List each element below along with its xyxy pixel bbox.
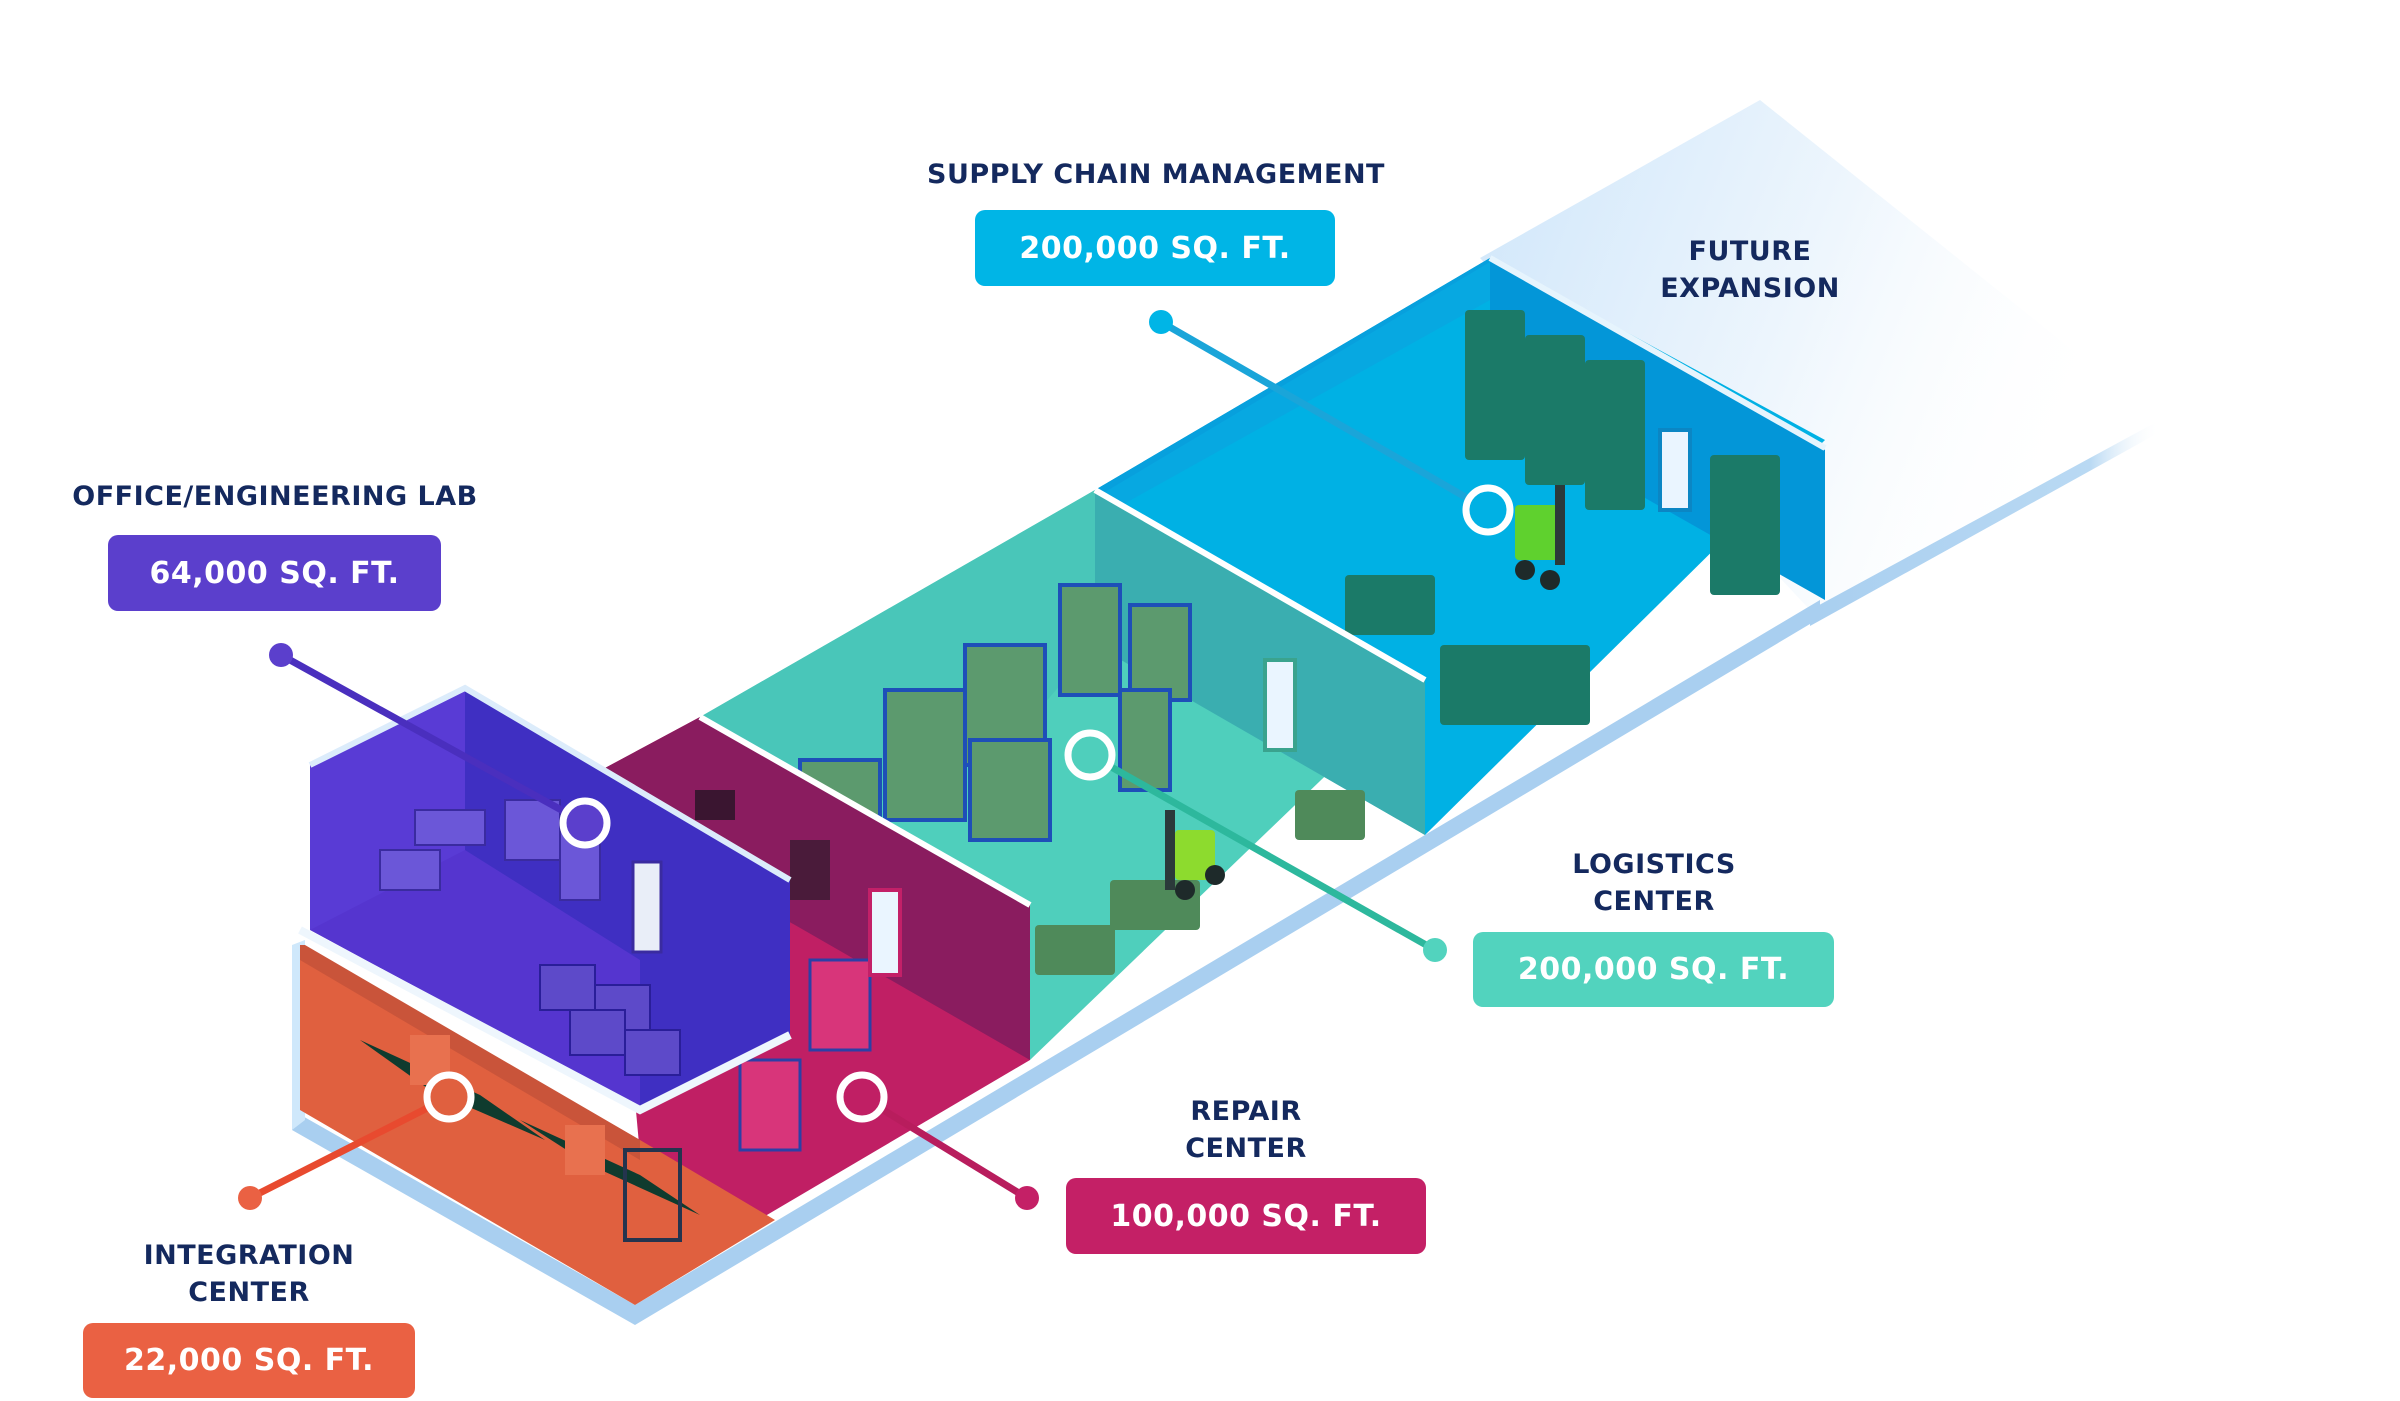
office-area-text: 64,000 SQ. FT. xyxy=(149,555,400,591)
office-slab-edge xyxy=(298,926,792,1115)
logistics-title: LOGISTICS CENTER xyxy=(1572,846,1736,920)
office-hotspot[interactable] xyxy=(559,797,611,849)
logistics-partition-wall xyxy=(1095,490,1425,835)
future-expansion-zone xyxy=(1480,100,2160,626)
integration-area-badge[interactable]: 22,000 SQ. FT. xyxy=(83,1323,415,1398)
integration-connector xyxy=(238,1071,475,1210)
repair-anchor-dot xyxy=(1015,1186,1039,1210)
logistics-title-line-1: LOGISTICS xyxy=(1572,849,1736,880)
supply-chain-connector xyxy=(1149,310,1514,536)
logistics-area-badge[interactable]: 200,000 SQ. FT. xyxy=(1473,932,1834,1007)
integration-shelf xyxy=(623,1148,682,1242)
logistics-zone xyxy=(700,487,1427,1060)
integration-anchor-dot xyxy=(238,1186,262,1210)
logistics-area-text: 200,000 SQ. FT. xyxy=(1517,952,1790,987)
logistics-hotspot[interactable] xyxy=(1064,729,1116,781)
office-title: OFFICE/ENGINEERING LAB xyxy=(72,478,477,515)
future-expansion-title: FUTURE EXPANSION xyxy=(1660,233,1840,307)
office-title-line: OFFICE/ENGINEERING LAB xyxy=(72,481,478,512)
forklift-icon xyxy=(1515,485,1565,590)
supply-chain-left-wall xyxy=(1095,258,1490,520)
logistics-connector xyxy=(1064,729,1447,962)
supply-chain-area-badge[interactable]: 200,000 SQ. FT. xyxy=(975,210,1335,286)
logistics-title-line-2: CENTER xyxy=(1593,886,1715,917)
supply-chain-title: SUPPLY CHAIN MANAGEMENT xyxy=(927,156,1385,193)
office-zone xyxy=(298,684,792,1115)
repair-machines xyxy=(695,790,872,1152)
integration-title-line-1: INTEGRATION xyxy=(143,1240,355,1271)
repair-connector xyxy=(836,1071,1039,1210)
office-anchor-dot xyxy=(269,643,293,667)
integration-hotspot[interactable] xyxy=(423,1071,475,1123)
office-wall-top xyxy=(308,684,792,883)
supply-chain-hotspot[interactable] xyxy=(1462,484,1514,536)
supply-chain-title-line: SUPPLY CHAIN MANAGEMENT xyxy=(927,159,1385,190)
repair-title-line-1: REPAIR xyxy=(1190,1096,1302,1127)
repair-title-line-2: CENTER xyxy=(1185,1133,1307,1164)
integration-title: INTEGRATION CENTER xyxy=(144,1237,355,1311)
logistics-anchor-dot xyxy=(1423,938,1447,962)
repair-door xyxy=(868,888,902,977)
supply-chain-door xyxy=(1658,428,1692,512)
supply-chain-anchor-dot xyxy=(1149,310,1173,334)
future-expansion-title-line-1: FUTURE xyxy=(1688,236,1812,267)
supply-chain-wall-top xyxy=(1488,255,1827,451)
cubicles xyxy=(539,964,681,1076)
repair-area-badge[interactable]: 100,000 SQ. FT. xyxy=(1066,1178,1426,1254)
office-connector xyxy=(269,643,611,849)
future-expansion-slab-edge xyxy=(1810,420,2160,626)
office-area-badge[interactable]: 64,000 SQ. FT. xyxy=(108,535,441,611)
office-door xyxy=(631,860,663,954)
repair-title: REPAIR CENTER xyxy=(1185,1093,1307,1167)
office-right-wall xyxy=(465,688,790,1108)
pallet-stacks xyxy=(1345,310,1780,725)
forklift-icon xyxy=(1165,810,1225,900)
repair-wall-top xyxy=(698,714,1032,908)
logistics-door xyxy=(1263,658,1297,752)
logistics-wall-top xyxy=(1093,487,1427,683)
integration-back-wall xyxy=(300,945,640,1160)
repair-area-text: 100,000 SQ. FT. xyxy=(1110,1198,1382,1234)
lab-benches xyxy=(379,799,601,901)
integration-area-text: 22,000 SQ. FT. xyxy=(124,1343,374,1378)
future-expansion-title-line-2: EXPANSION xyxy=(1660,273,1840,304)
supply-chain-area-text: 200,000 SQ. FT. xyxy=(1019,230,1291,266)
repair-hotspot[interactable] xyxy=(836,1071,888,1123)
future-expansion-floor xyxy=(1480,100,2160,610)
integration-title-line-2: CENTER xyxy=(188,1277,310,1308)
